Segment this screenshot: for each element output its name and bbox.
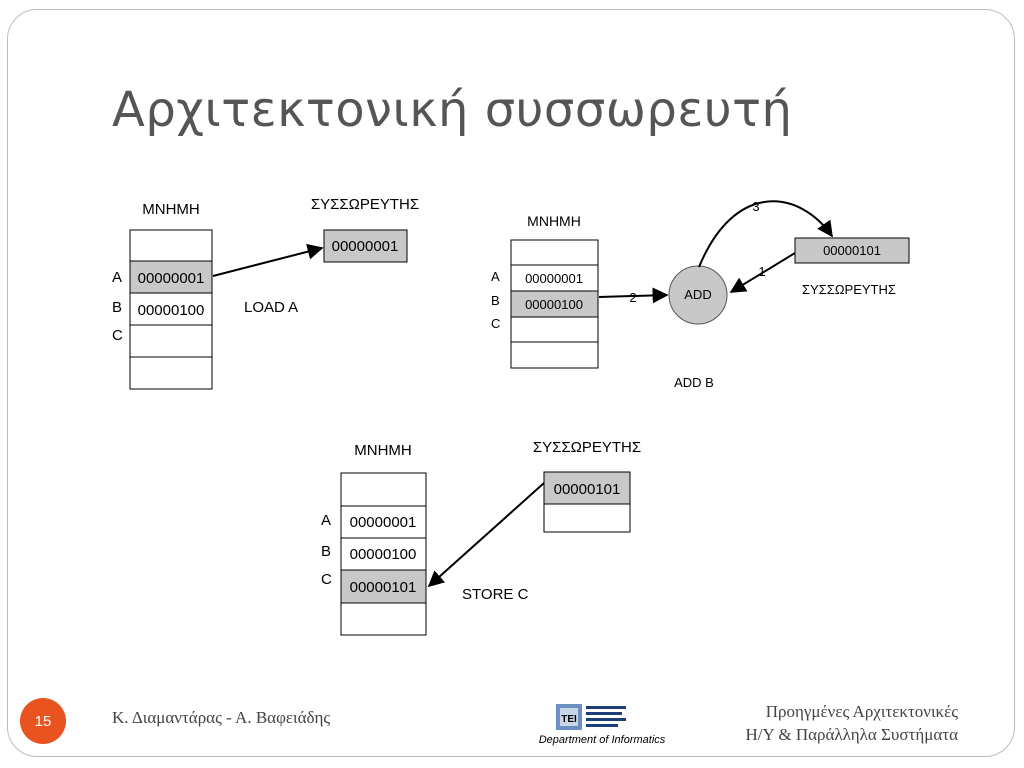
load-arrow — [212, 243, 324, 277]
store-diagram: ΜΝΗΜΗ ΣΥΣΣΩΡΕΥΤΗΣ 00000001 00000100 0000… — [321, 439, 641, 636]
load-memory-table: 00000001 00000100 — [129, 229, 213, 390]
footer-course: Προηγμένες Αρχιτεκτονικές Η/Υ & Παράλληλ… — [745, 700, 958, 746]
add-instruction: ADD B — [674, 375, 714, 390]
footer-course-line1: Προηγμένες Αρχιτεκτονικές — [765, 702, 958, 721]
store-accumulator-highlight — [543, 471, 631, 505]
load-cell-a-highlight — [129, 260, 213, 294]
add-arrow-2 — [598, 287, 669, 304]
load-instruction: LOAD A — [244, 299, 298, 316]
add-cell-a: 00000001 — [525, 271, 583, 286]
add-row-a: A — [491, 269, 500, 284]
load-row-a: A — [112, 269, 122, 286]
add-arrow-3 — [698, 200, 833, 268]
load-cell-b: 00000100 — [138, 302, 205, 319]
department-logo: TEI Department of Informatics — [539, 704, 666, 746]
svg-text:TEI: TEI — [561, 714, 577, 725]
footer-authors: Κ. Διαμαντάρας - Α. Βαφειάδης — [112, 708, 331, 727]
add-row-c: C — [491, 316, 500, 331]
add-cell-b: 00000100 — [525, 297, 583, 312]
add-accumulator-label: ΣΥΣΣΩΡΕΥΤΗΣ — [802, 282, 896, 297]
store-row-b: B — [321, 543, 331, 560]
store-accumulator-value: 00000101 — [554, 481, 621, 498]
add-accumulator-box — [794, 237, 910, 264]
alu-add-label: ADD — [684, 287, 711, 302]
store-memory-table: 00000001 00000100 00000101 — [340, 472, 427, 636]
load-accumulator-label: ΣΥΣΣΩΡΕΥΤΗΣ — [311, 196, 419, 213]
add-cell-b-highlight — [510, 290, 599, 318]
slide-title: Αρχιτεκτονική συσσωρευτή — [112, 82, 793, 138]
add-memory-table: 00000001 00000100 — [510, 239, 599, 369]
store-cell-c: 00000101 — [350, 579, 417, 596]
add-step-1: 1 — [758, 264, 765, 279]
load-cell-a: 00000001 — [138, 270, 205, 287]
add-diagram: ΜΝΗΜΗ 00000001 00000100 A B C ADD 000001… — [491, 199, 910, 390]
add-row-b: B — [491, 293, 500, 308]
load-row-b: B — [112, 299, 122, 316]
store-cell-c-highlight — [340, 569, 427, 604]
store-accumulator-label: ΣΥΣΣΩΡΕΥΤΗΣ — [533, 439, 641, 456]
add-arrow-1 — [729, 252, 796, 293]
add-step-3: 3 — [752, 199, 759, 214]
page-number-badge: 15 — [20, 698, 66, 744]
store-arrow — [427, 482, 545, 588]
add-memory-label: ΜΝΗΜΗ — [527, 213, 581, 229]
store-instruction: STORE C — [462, 586, 529, 603]
add-step-2: 2 — [629, 290, 636, 305]
load-accumulator-box — [323, 229, 408, 263]
load-row-c: C — [112, 327, 123, 344]
alu-add-circle — [668, 265, 728, 325]
store-memory-label: ΜΝΗΜΗ — [354, 442, 412, 459]
store-cell-b: 00000100 — [350, 546, 417, 563]
logo-text: Department of Informatics — [539, 734, 666, 746]
footer-course-line2: Η/Υ & Παράλληλα Συστήματα — [745, 725, 958, 744]
load-memory-label: ΜΝΗΜΗ — [142, 201, 200, 218]
store-cell-a: 00000001 — [350, 514, 417, 531]
load-diagram: ΜΝΗΜΗ ΣΥΣΣΩΡΕΥΤΗΣ 00000001 00000100 A B … — [112, 196, 419, 390]
store-row-a: A — [321, 512, 331, 529]
add-accumulator-value: 00000101 — [823, 243, 881, 258]
store-row-c: C — [321, 571, 332, 588]
load-accumulator-value: 00000001 — [332, 238, 399, 255]
